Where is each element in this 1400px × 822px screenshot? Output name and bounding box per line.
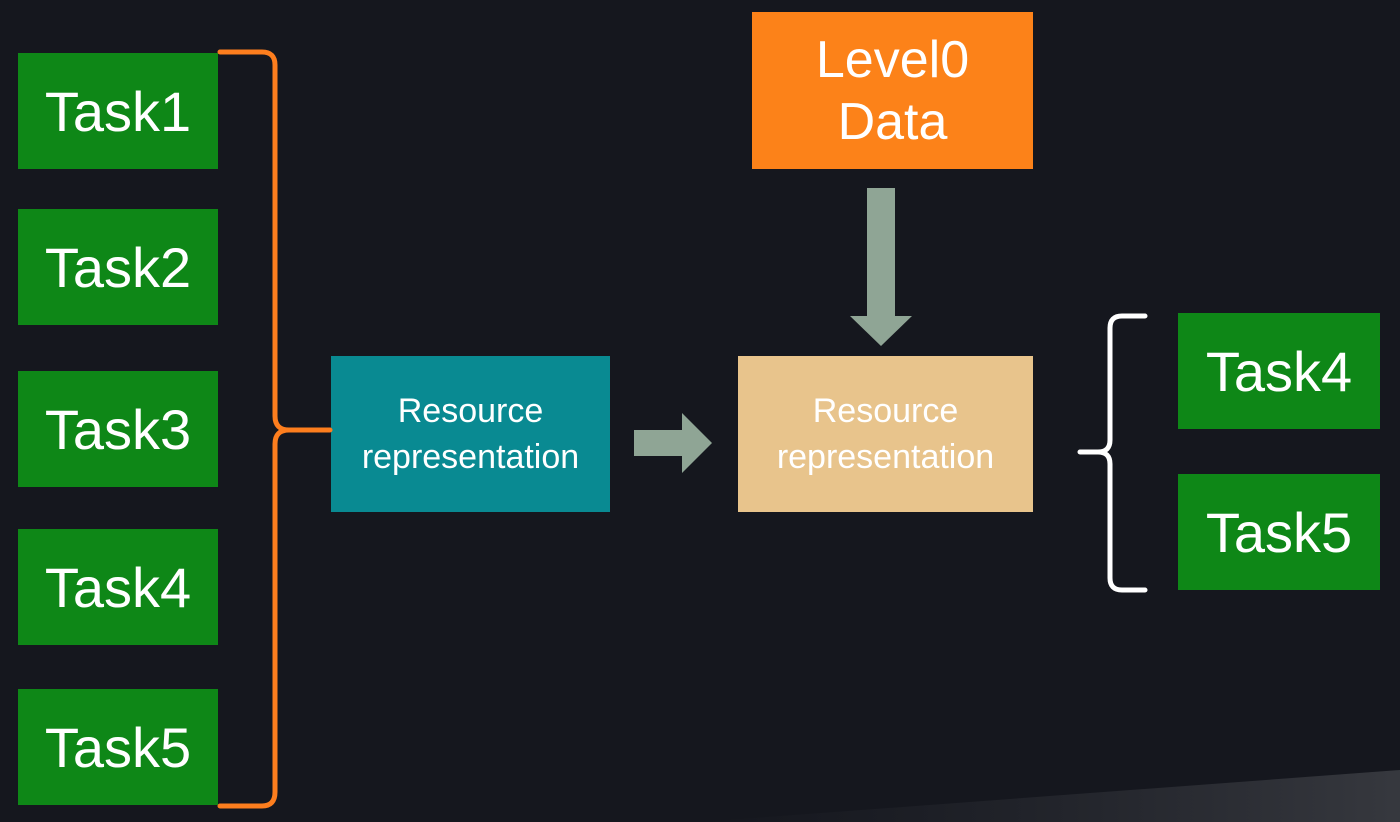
orange-brace <box>217 49 333 809</box>
resource-tan-line2: representation <box>776 438 995 476</box>
left-task-2: Task2 <box>18 209 218 325</box>
resource-teal-line1: Resource <box>397 392 544 430</box>
left-task-2-label: Task2 <box>44 235 192 299</box>
down-arrow <box>850 188 912 346</box>
data-box-line2: Data <box>837 92 948 151</box>
right-task-5-label: Task5 <box>1205 500 1353 564</box>
level0-data-box: Level0 Data <box>752 12 1033 169</box>
right-task-4-label: Task4 <box>1205 339 1353 403</box>
left-task-4-label: Task4 <box>44 555 192 619</box>
left-task-1: Task1 <box>18 53 218 169</box>
resource-representation-tan: Resource representation <box>738 356 1033 512</box>
right-task-5: Task5 <box>1178 474 1380 590</box>
left-task-5-label: Task5 <box>44 715 192 779</box>
resource-tan-line1: Resource <box>812 392 959 430</box>
left-task-1-label: Task1 <box>44 79 192 143</box>
left-task-3: Task3 <box>18 371 218 487</box>
resource-teal-line2: representation <box>361 438 580 476</box>
left-task-4: Task4 <box>18 529 218 645</box>
right-arrow <box>634 413 712 473</box>
resource-representation-teal: Resource representation <box>331 356 610 512</box>
white-brace <box>1077 313 1148 593</box>
left-task-3-label: Task3 <box>44 397 192 461</box>
data-box-line1: Level0 <box>815 30 970 89</box>
right-task-4: Task4 <box>1178 313 1380 429</box>
left-task-5: Task5 <box>18 689 218 805</box>
